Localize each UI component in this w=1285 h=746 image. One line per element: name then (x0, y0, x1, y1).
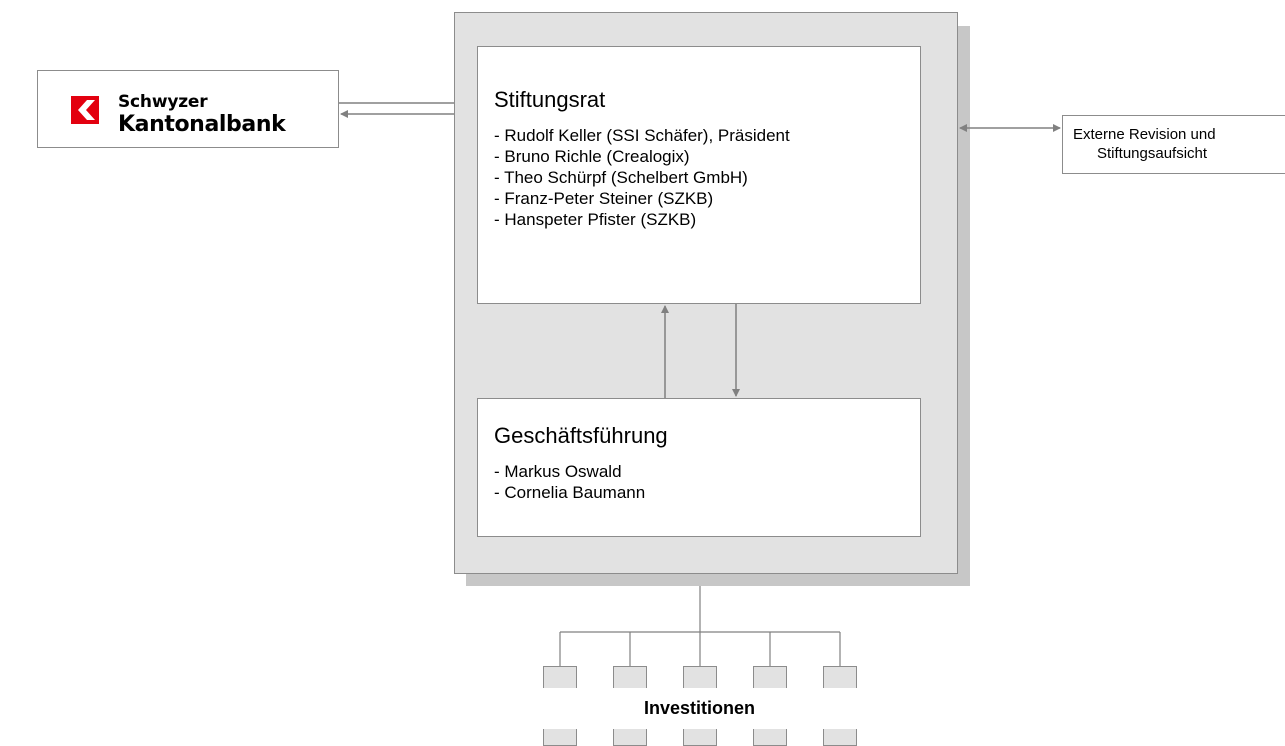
stiftungsrat-title: Stiftungsrat (494, 87, 606, 112)
external-audit-box: Externe Revision und Stiftungsaufsicht (1062, 115, 1285, 174)
geschaeftsfuehrung-box: Geschäftsführung - Markus Oswald - Corne… (477, 398, 921, 537)
stiftungsrat-member: - Franz-Peter Steiner (SZKB) (494, 189, 714, 208)
external-audit-line1: Externe Revision und (1073, 126, 1216, 143)
bank-logo-icon (71, 96, 99, 124)
stiftungsrat-member: - Bruno Richle (Crealogix) (494, 147, 690, 166)
stiftungsrat-member: - Rudolf Keller (SSI Schäfer), Präsident (494, 126, 790, 145)
geschaeftsfuehrung-member: - Markus Oswald (494, 462, 622, 481)
geschaeftsfuehrung-member: - Cornelia Baumann (494, 483, 646, 502)
bank-logo-wordmark: Schwyzer Kantonalbank (118, 92, 286, 137)
investment-tree (559, 586, 841, 666)
external-audit-line2: Stiftungsaufsicht (1097, 145, 1208, 162)
geschaeftsfuehrung-title: Geschäftsführung (494, 423, 668, 448)
stiftungsrat-member: - Theo Schürpf (Schelbert GmbH) (494, 168, 748, 187)
investment-label: Investitionen (542, 688, 857, 729)
stiftungsrat-member-list: - Rudolf Keller (SSI Schäfer), Präsident… (494, 125, 920, 230)
stiftungsrat-box: Stiftungsrat - Rudolf Keller (SSI Schäfe… (477, 46, 921, 304)
geschaeftsfuehrung-member-list: - Markus Oswald - Cornelia Baumann (494, 461, 920, 503)
bank-logo-line2: Kantonalbank (118, 112, 286, 137)
bank-logo-box: Schwyzer Kantonalbank (37, 70, 339, 148)
bank-logo-line1: Schwyzer (118, 92, 208, 112)
stiftungsrat-member: - Hanspeter Pfister (SZKB) (494, 210, 697, 229)
